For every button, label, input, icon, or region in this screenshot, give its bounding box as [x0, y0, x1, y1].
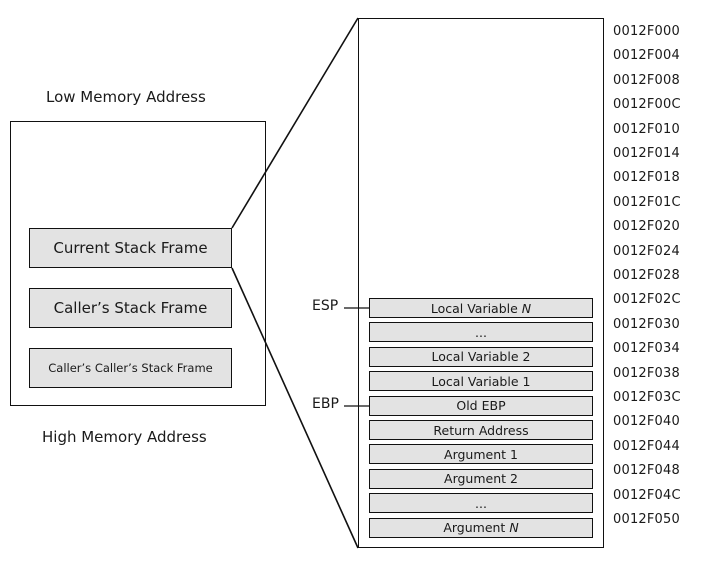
memory-address: 0012F014	[613, 146, 680, 161]
stack-cell: Argument 1	[369, 444, 593, 465]
stack-cell: Local Variable N	[369, 298, 593, 318]
stack-cell-italic: N	[521, 300, 532, 316]
memory-address: 0012F020	[613, 219, 680, 235]
stack-cell-text: Local Variable	[430, 300, 522, 316]
memory-address: 0012F03C	[613, 390, 681, 405]
callers-callers-stack-frame: Caller’s Caller’s Stack Frame	[29, 348, 232, 388]
memory-address: 0012F040	[613, 414, 680, 430]
memory-address: 0012F018	[613, 170, 680, 186]
stack-cell: Return Address	[369, 420, 593, 440]
stack-cell: Old EBP	[369, 395, 593, 416]
high-memory-label: High Memory Address	[42, 428, 207, 446]
memory-address: 0012F028	[613, 268, 680, 283]
stack-cell-text: ...	[475, 495, 487, 511]
stack-cell-text: Local Variable 1	[431, 373, 531, 389]
memory-address: 0012F044	[613, 438, 680, 454]
stack-cell-text: Local Variable 2	[431, 349, 531, 365]
memory-address: 0012F000	[613, 24, 680, 39]
memory-address: 0012F050	[613, 512, 680, 527]
stack-cell: Argument N	[369, 517, 593, 538]
memory-address: 0012F030	[613, 316, 680, 332]
stack-frame-detail-box	[358, 18, 604, 548]
stack-cell-text: Old EBP	[456, 398, 506, 414]
memory-address: 0012F00C	[613, 97, 681, 113]
memory-address: 0012F04C	[613, 487, 681, 503]
memory-address: 0012F034	[613, 341, 680, 357]
memory-address: 0012F010	[613, 121, 680, 137]
stack-cell-text: Argument 2	[444, 471, 518, 487]
stack-cell-text: Argument 1	[444, 446, 518, 462]
memory-address: 0012F01C	[613, 194, 681, 210]
zoom-line-top	[231, 17, 359, 229]
callers-stack-frame: Caller’s Stack Frame	[29, 288, 232, 328]
stack-cell: ...	[369, 493, 593, 514]
memory-address: 0012F02C	[613, 292, 681, 308]
stack-cell-text: Argument	[443, 520, 510, 536]
stack-cell: ...	[369, 322, 593, 343]
esp-label: ESP	[312, 298, 339, 314]
stack-cell-italic: N	[509, 520, 519, 536]
stack-cell: Argument 2	[369, 468, 593, 489]
ebp-label: EBP	[312, 396, 339, 412]
stack-cell-text: Return Address	[433, 422, 529, 438]
memory-address: 0012F024	[613, 243, 680, 259]
memory-overview-box	[10, 121, 266, 406]
stack-cell: Local Variable 2	[369, 346, 593, 367]
memory-address: 0012F004	[613, 48, 680, 64]
stack-cell: Local Variable 1	[369, 371, 593, 392]
memory-address: 0012F048	[613, 463, 680, 479]
memory-address: 0012F008	[613, 72, 680, 88]
current-stack-frame: Current Stack Frame	[29, 228, 232, 268]
zoom-line-bottom	[231, 267, 359, 549]
low-memory-label: Low Memory Address	[46, 88, 206, 106]
stack-cell-text: ...	[475, 324, 487, 340]
memory-address: 0012F038	[613, 365, 680, 381]
